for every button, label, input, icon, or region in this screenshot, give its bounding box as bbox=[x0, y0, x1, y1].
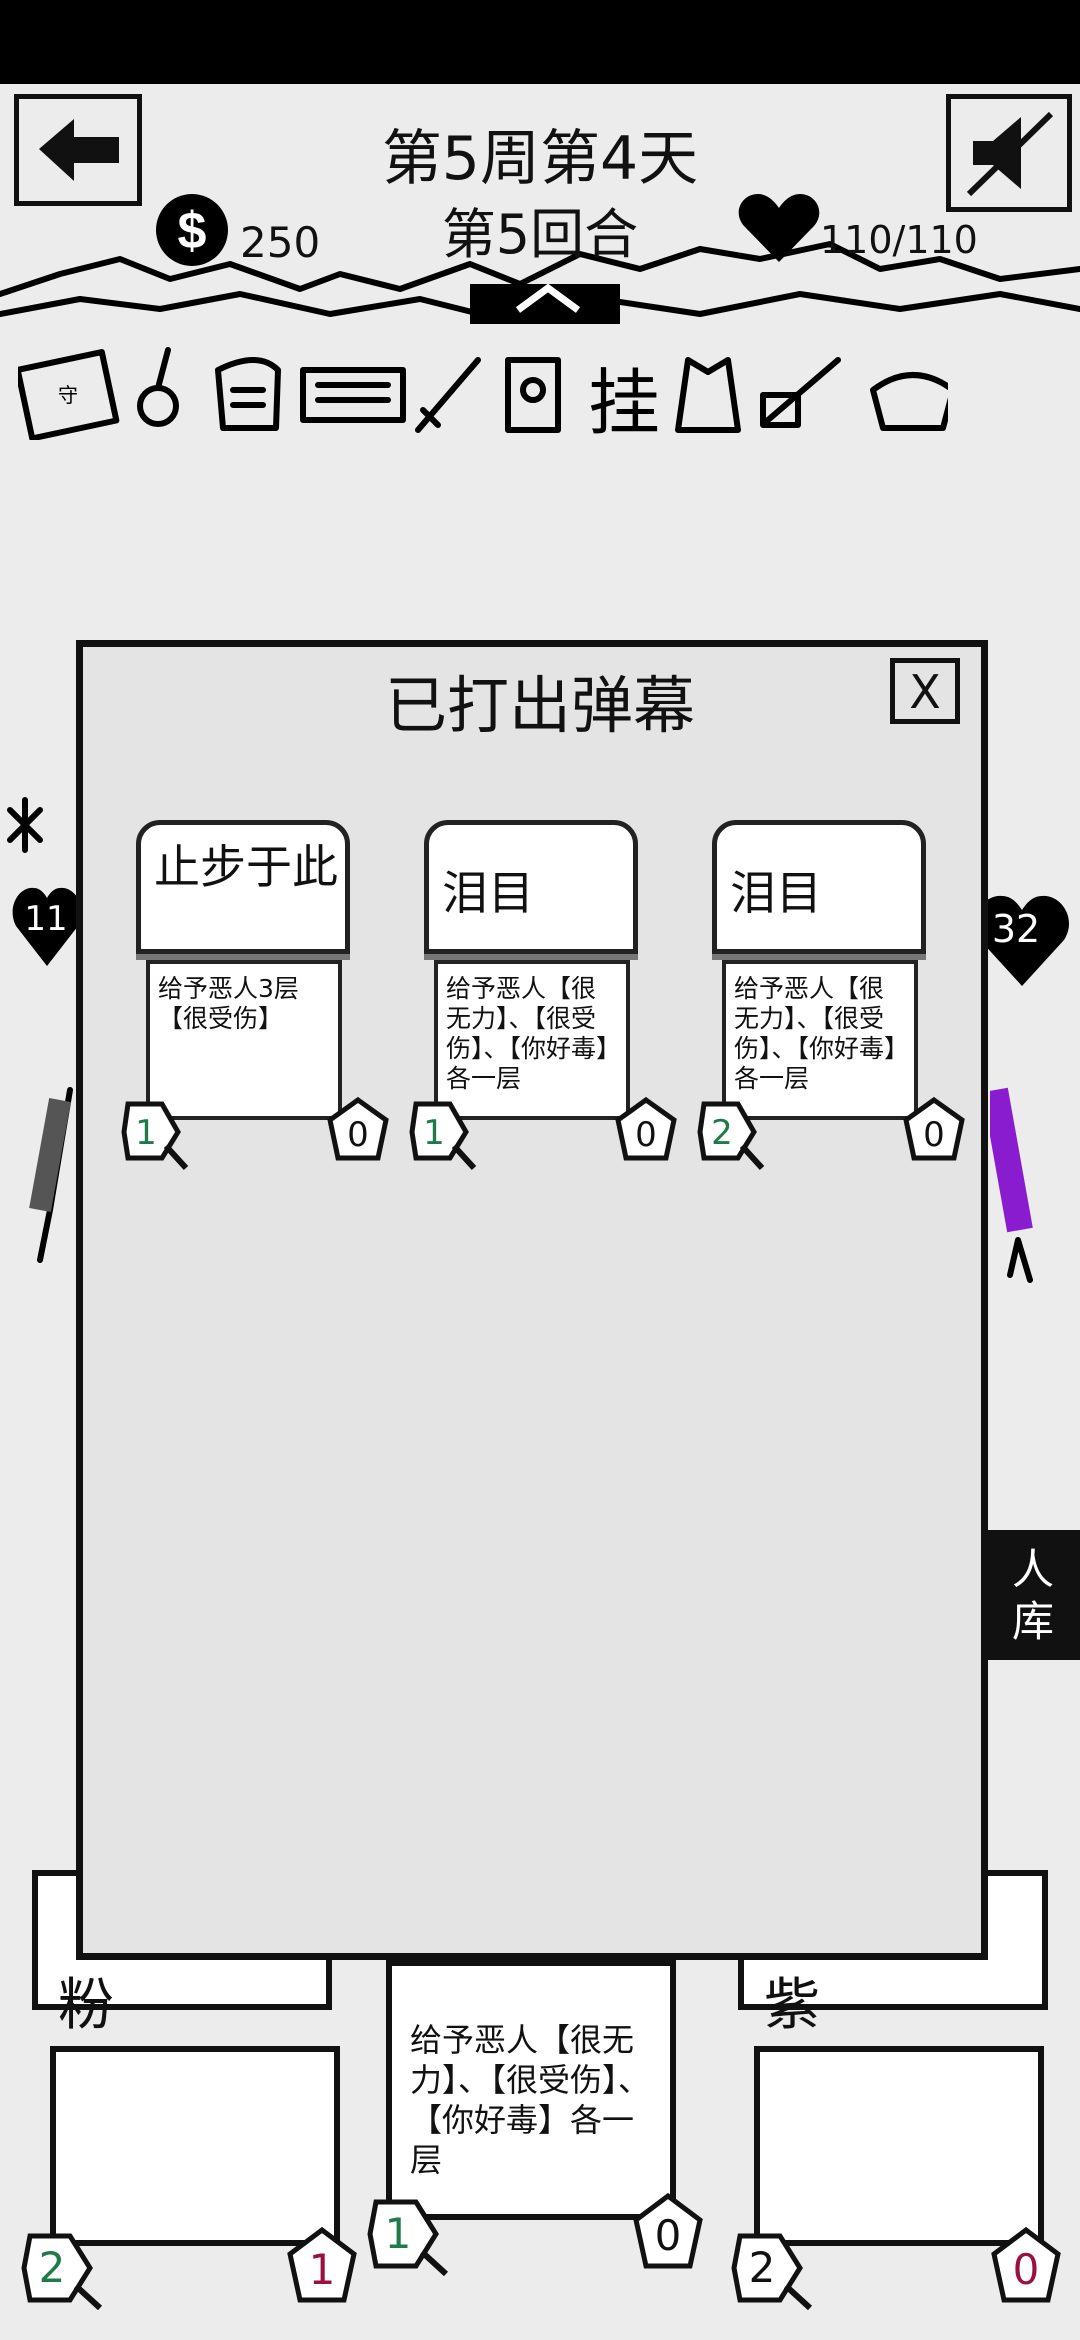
count-badge: 0 bbox=[991, 2226, 1061, 2303]
enemy-arm bbox=[990, 1087, 1033, 1283]
card-header bbox=[712, 820, 926, 954]
svg-text:0: 0 bbox=[923, 1115, 945, 1155]
count-badge: 0 bbox=[615, 1096, 677, 1161]
svg-text:0: 0 bbox=[655, 2211, 682, 2260]
svg-text:2: 2 bbox=[711, 1113, 733, 1153]
round-label: 第5回合 bbox=[441, 203, 639, 266]
heart-icon bbox=[738, 194, 820, 262]
hang-icon[interactable]: 挂 bbox=[588, 361, 660, 440]
card-body: 给予恶人【很无力】、【很受伤】、【你好毒】各一层 bbox=[434, 960, 630, 1120]
card-header bbox=[136, 820, 350, 954]
back-button[interactable] bbox=[14, 94, 142, 206]
svg-text:1: 1 bbox=[385, 2209, 412, 2258]
svg-text:11: 11 bbox=[24, 899, 67, 939]
hand-card-desc: 给予恶人【很无力】、【很受伤】、【你好毒】各一层 bbox=[410, 2021, 651, 2179]
cost-badge: 1 bbox=[409, 1101, 477, 1171]
count-badge: 0 bbox=[327, 1096, 389, 1161]
hand-card-name: 紫 bbox=[764, 1973, 820, 2038]
card-name: 泪目 bbox=[730, 866, 822, 920]
deck-label-2: 库 bbox=[1011, 1597, 1054, 1646]
svg-text:0: 0 bbox=[635, 1115, 657, 1155]
hp-value: 110/110 bbox=[820, 218, 978, 262]
totem-icon[interactable] bbox=[505, 357, 561, 433]
card-desc: 给予恶人3层【很受伤】 bbox=[158, 974, 299, 1033]
svg-text:1: 1 bbox=[309, 2245, 336, 2294]
svg-text:$: $ bbox=[178, 202, 207, 260]
close-button[interactable]: X bbox=[890, 658, 960, 724]
card-header bbox=[424, 820, 638, 954]
chevron-up-icon[interactable] bbox=[508, 278, 588, 318]
svg-text:2: 2 bbox=[749, 2243, 776, 2292]
hand-card-name: 粉 bbox=[58, 1973, 114, 2038]
cost-badge: 2 bbox=[21, 2233, 103, 2310]
count-badge: 1 bbox=[287, 2226, 357, 2303]
rice-bowl-icon[interactable] bbox=[870, 372, 948, 431]
svg-text:1: 1 bbox=[423, 1113, 445, 1153]
coin-icon: $ bbox=[156, 194, 228, 266]
hand-card-2[interactable]: 给予恶人【很无力】、【很受伤】、【你好毒】各一层 1 0 bbox=[366, 1960, 703, 2330]
week-day-title: 第5周第4天 bbox=[381, 124, 699, 194]
svg-text:0: 0 bbox=[1013, 2245, 1040, 2294]
card-desc: 给予恶人【很无力】、【很受伤】、【你好毒】各一层 bbox=[446, 974, 609, 1093]
sound-toggle-button[interactable] bbox=[946, 94, 1072, 212]
played-card-2[interactable]: 泪目 给予恶人【很无力】、【很受伤】、【你好毒】各一层 1 0 bbox=[409, 820, 677, 1180]
cost-badge: 2 bbox=[697, 1101, 765, 1171]
card-name: 止步于此 bbox=[154, 840, 338, 894]
cost-badge: 1 bbox=[367, 2199, 449, 2276]
relic-bar: 守 挂 bbox=[18, 347, 948, 440]
svg-text:守: 守 bbox=[58, 383, 78, 407]
card-name: 泪目 bbox=[442, 866, 534, 920]
sword-icon[interactable] bbox=[415, 357, 481, 433]
whistle-icon[interactable] bbox=[137, 347, 179, 427]
book-icon[interactable]: 守 bbox=[18, 349, 120, 440]
svg-text:32: 32 bbox=[992, 907, 1040, 951]
cost-badge: 2 bbox=[731, 2233, 813, 2310]
card-body: 给予恶人3层【很受伤】 bbox=[146, 960, 342, 1120]
svg-text:挂: 挂 bbox=[588, 361, 660, 440]
player-figure bbox=[7, 797, 73, 1263]
back-arrow-icon bbox=[39, 119, 119, 181]
count-badge: 0 bbox=[903, 1096, 965, 1161]
deck-pile-button[interactable]: 人 库 bbox=[986, 1530, 1080, 1660]
deck-label-1: 人 bbox=[1011, 1545, 1054, 1594]
svg-text:1: 1 bbox=[135, 1113, 157, 1153]
played-card-1[interactable]: 止步于此 给予恶人3层【很受伤】 1 0 bbox=[121, 820, 389, 1180]
keyboard-icon[interactable] bbox=[300, 367, 406, 423]
enemy-hp-heart: 32 bbox=[975, 895, 1069, 986]
top-hud-frame bbox=[0, 241, 1080, 324]
svg-text:0: 0 bbox=[347, 1115, 369, 1155]
modal-title: 已打出弹幕 bbox=[384, 669, 695, 742]
status-bar bbox=[0, 0, 1080, 84]
played-card-3[interactable]: 泪目 给予恶人【很无力】、【很受伤】、【你好毒】各一层 2 0 bbox=[697, 820, 965, 1180]
card-desc: 给予恶人【很无力】、【很受伤】、【你好毒】各一层 bbox=[734, 974, 897, 1093]
card-body: 给予恶人【很无力】、【很受伤】、【你好毒】各一层 bbox=[722, 960, 918, 1120]
bowl-icon[interactable] bbox=[215, 357, 281, 431]
money-value: 250 bbox=[240, 218, 321, 267]
cost-badge: 1 bbox=[121, 1101, 189, 1171]
brush-icon[interactable] bbox=[760, 357, 841, 428]
count-badge: 0 bbox=[633, 2192, 703, 2269]
mute-icon bbox=[966, 111, 1054, 197]
vest-icon[interactable] bbox=[675, 357, 741, 433]
svg-text:2: 2 bbox=[39, 2243, 66, 2292]
player-hp-heart: 11 bbox=[12, 887, 82, 966]
